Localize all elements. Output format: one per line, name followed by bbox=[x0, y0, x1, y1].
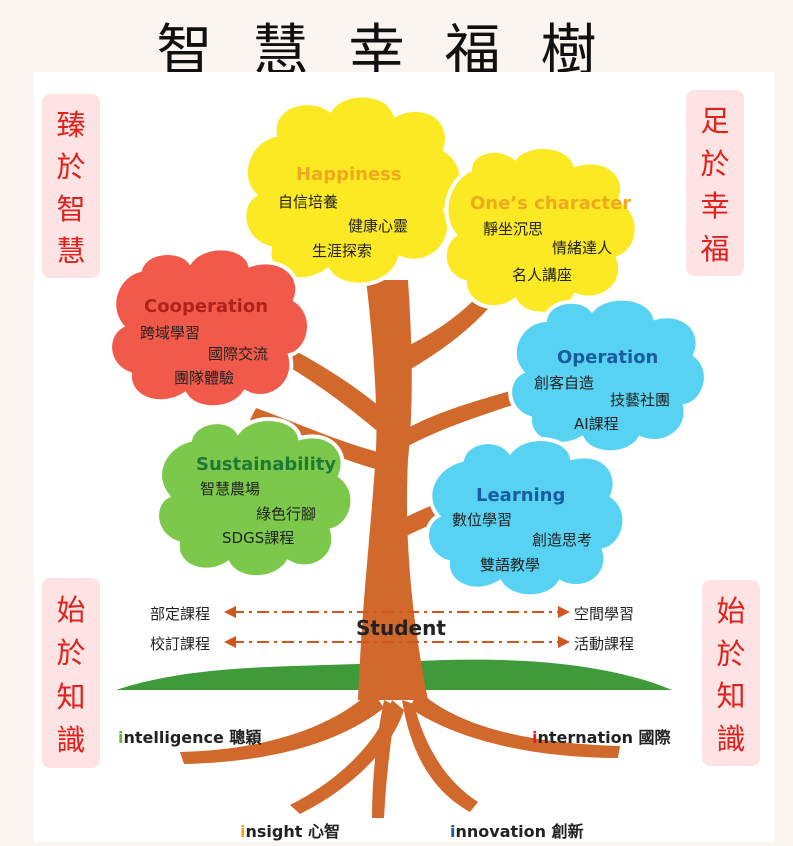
cloud-title-happiness: Happiness bbox=[296, 164, 402, 185]
cloud-title-learning: Learning bbox=[476, 485, 566, 506]
side-box-bottom-right: 始 於 知 識 bbox=[702, 580, 760, 766]
cloud-item: 數位學習 bbox=[452, 511, 513, 529]
cloud-item: 國際交流 bbox=[208, 345, 269, 363]
cloud-cooperation bbox=[108, 246, 311, 410]
cloud-title-operation: Operation bbox=[557, 347, 659, 368]
cloud-happiness bbox=[242, 93, 464, 287]
label-activity-curriculum: 活動課程 bbox=[574, 635, 635, 653]
cloud-title-character: One’s character bbox=[470, 193, 632, 214]
root-label-initial: i bbox=[118, 728, 124, 747]
cloud-item: 跨域學習 bbox=[140, 324, 201, 342]
cloud-character bbox=[442, 144, 639, 316]
cloud-item: 生涯探索 bbox=[312, 242, 373, 260]
root-label-insight: insight 心智 bbox=[240, 822, 340, 841]
cloud-sustainability bbox=[155, 417, 355, 580]
side-box-bottom-left: 始 於 知 識 bbox=[42, 578, 100, 768]
cloud-item: 團隊體驗 bbox=[174, 369, 235, 387]
cloud-item: 雙語教學 bbox=[480, 556, 541, 574]
label-required-curriculum: 部定課程 bbox=[150, 605, 211, 623]
cloud-item: 技藝社團 bbox=[610, 391, 671, 409]
cloud-item: 綠色行腳 bbox=[256, 505, 317, 523]
cloud-item: 創客自造 bbox=[534, 374, 595, 392]
cloud-item: SDGS課程 bbox=[222, 529, 295, 547]
cloud-learning bbox=[425, 437, 627, 599]
label-space-learning: 空間學習 bbox=[574, 605, 635, 623]
root-label-initial: i bbox=[450, 822, 456, 841]
cloud-operation bbox=[508, 296, 708, 455]
cloud-item: 創造思考 bbox=[532, 531, 593, 549]
root-label-internation: internation 國際 bbox=[532, 728, 671, 747]
cloud-item: 靜坐沉思 bbox=[483, 220, 544, 238]
side-box-top-right: 足 於 幸 福 bbox=[686, 90, 744, 276]
root-label-initial: i bbox=[240, 822, 246, 841]
cloud-item: 名人講座 bbox=[512, 266, 573, 284]
cloud-item: 智慧農場 bbox=[200, 480, 261, 498]
cloud-title-cooperation: Cooperation bbox=[144, 296, 269, 317]
root-label-intelligence: intelligence 聰穎 bbox=[118, 728, 262, 747]
cloud-item: AI課程 bbox=[574, 415, 619, 433]
cloud-item: 自信培養 bbox=[278, 193, 339, 211]
curriculum-arrows bbox=[232, 611, 560, 643]
side-box-top-left: 臻 於 智 慧 bbox=[42, 94, 100, 278]
label-school-curriculum: 校訂課程 bbox=[150, 635, 211, 653]
cloud-item: 健康心靈 bbox=[348, 217, 409, 235]
cloud-title-sustainability: Sustainability bbox=[196, 454, 337, 475]
root-label-initial: i bbox=[532, 728, 538, 747]
root-label-innovation: innovation 創新 bbox=[450, 822, 584, 841]
student-label: Student bbox=[356, 616, 446, 640]
cloud-item: 情緒達人 bbox=[552, 239, 613, 257]
